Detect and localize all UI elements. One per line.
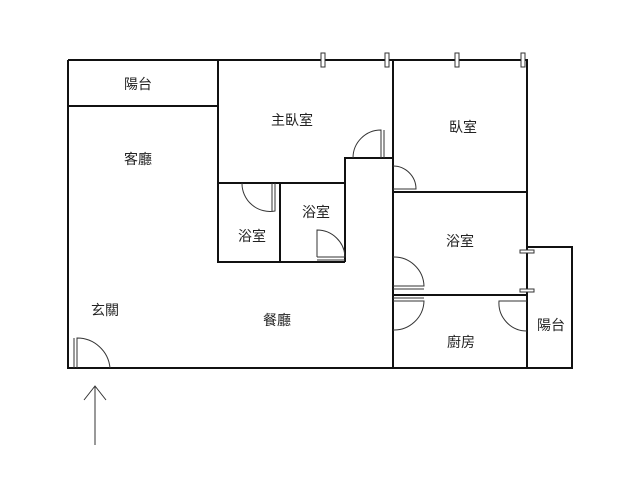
- label-bathroom-2: 浴室: [302, 204, 330, 221]
- door-kitchen-left: [392, 297, 425, 331]
- door-bedroom: [392, 165, 417, 190]
- label-kitchen: 廚房: [447, 334, 475, 351]
- label-balcony-top: 陽台: [124, 77, 152, 93]
- walls: [67, 59, 573, 369]
- label-bathroom-1: 浴室: [238, 228, 266, 245]
- doors: [73, 129, 528, 369]
- entrance-arrow: [83, 385, 107, 445]
- door-bath-1: [241, 182, 276, 212]
- label-living-room: 客廳: [124, 151, 152, 168]
- door-bath-2: [316, 229, 346, 261]
- door-entrance: [73, 337, 111, 369]
- label-balcony-right: 陽台: [537, 318, 565, 334]
- label-dining-room: 餐廳: [263, 312, 291, 329]
- label-bedroom: 臥室: [449, 119, 477, 136]
- door-bath-3: [392, 256, 425, 290]
- label-entrance: 玄關: [91, 302, 119, 319]
- windows: [320, 52, 535, 293]
- door-master-bedroom: [352, 129, 385, 159]
- label-master-bedroom: 主臥室: [271, 112, 313, 129]
- door-kitchen-right: [498, 300, 528, 332]
- label-bathroom-3: 浴室: [446, 233, 474, 250]
